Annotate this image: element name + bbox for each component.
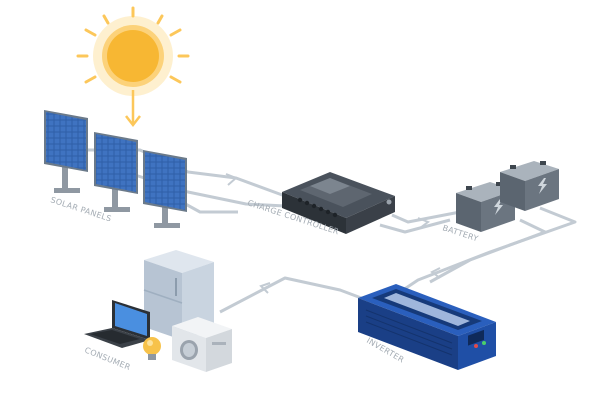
solar-panels <box>44 110 187 228</box>
wire-battery-inverter-2 <box>429 218 547 284</box>
lightning-bolt-icon <box>494 199 503 215</box>
refrigerator <box>143 250 214 340</box>
charge-controller <box>282 172 395 234</box>
solar-panel <box>94 132 138 212</box>
solar-panel <box>143 150 187 228</box>
battery <box>500 161 559 211</box>
light-bulb-icon <box>143 337 161 360</box>
wire-controller-battery <box>391 210 461 224</box>
washing-machine <box>172 317 232 372</box>
wire-inverter-consumer <box>219 276 373 314</box>
label-solar-panels: SOLAR PANELS <box>49 195 112 223</box>
flow-arrows <box>225 173 441 294</box>
consumer <box>84 250 232 372</box>
arrow-icon <box>417 217 431 229</box>
inverter <box>358 284 496 370</box>
solar-panel <box>44 110 88 193</box>
sun-icon <box>76 6 190 128</box>
arrow-icon <box>225 173 238 186</box>
arrow-icon <box>259 282 271 294</box>
lightning-bolt-icon <box>538 178 547 194</box>
wire-controller-battery-2 <box>379 218 451 234</box>
label-consumer: CONSUMER <box>83 346 132 373</box>
battery-bank <box>456 161 559 232</box>
arrow-icon <box>430 267 441 279</box>
laptop <box>84 300 150 348</box>
